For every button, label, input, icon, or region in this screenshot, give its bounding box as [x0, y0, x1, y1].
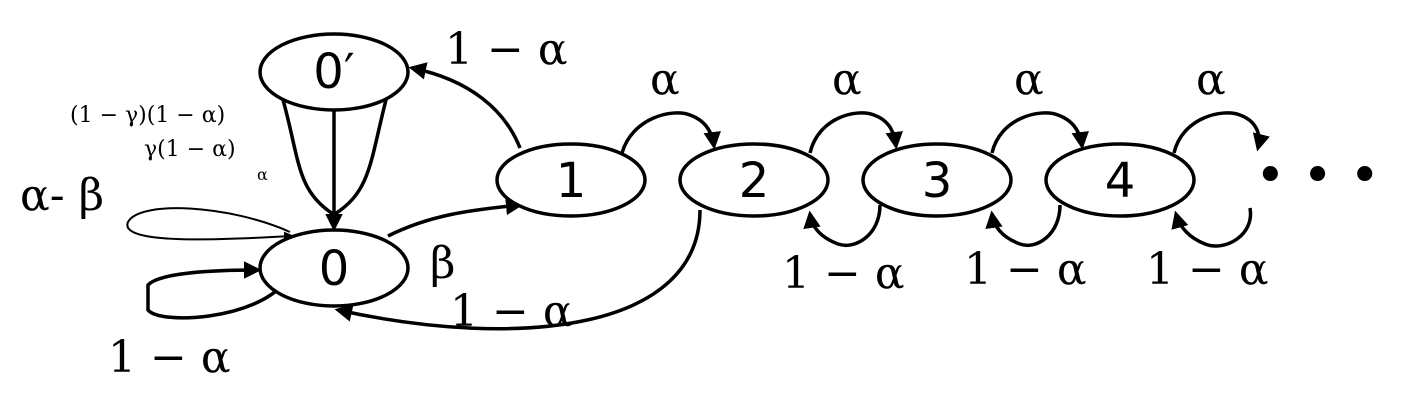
edge-3-to-4 — [990, 111, 1089, 154]
edge-1-to-2 — [620, 111, 721, 154]
label-0prime-to-0-inner: α — [257, 165, 268, 184]
state-3-label: 3 — [922, 153, 953, 209]
label-fwd-3-4: α — [1014, 54, 1044, 105]
state-1 — [495, 142, 647, 218]
label-back-next-4: 1 − α — [1146, 244, 1269, 295]
edge-4-to-next — [1172, 111, 1270, 154]
state-0prime-label: 0′ — [313, 44, 354, 100]
self-loop-0-top — [126, 207, 294, 242]
label-self-0-top: α- β — [20, 170, 104, 221]
edge-0prime-to-0-right — [334, 91, 390, 216]
state-0prime — [258, 32, 410, 112]
state-3 — [861, 142, 1013, 218]
edge-4-to-3 — [985, 204, 1062, 247]
edge-next-to-4 — [1171, 207, 1253, 248]
ellipsis-label: • • • — [1255, 146, 1380, 206]
label-0prime-to-0-outer: (1 − γ)(1 − α) — [70, 103, 225, 128]
edge-3-to-2 — [803, 204, 882, 247]
state-0-label: 0 — [319, 241, 350, 297]
edge-0prime-to-0-left — [280, 95, 334, 216]
label-0-to-1: β — [430, 238, 455, 289]
edge-1-to-0prime — [408, 62, 522, 149]
state-0 — [258, 228, 410, 308]
label-fwd-4-next: α — [1196, 54, 1226, 105]
state-1-label: 1 — [556, 153, 587, 209]
label-0prime-to-0-mid: γ(1 − α) — [144, 137, 236, 162]
state-4 — [1044, 142, 1196, 218]
label-fwd-2-3: α — [832, 54, 862, 105]
label-fwd-1-2: α — [650, 54, 680, 105]
state-2 — [678, 142, 830, 218]
label-self-0-bottom: 1 − α — [108, 332, 231, 383]
state-2-label: 2 — [739, 153, 770, 209]
label-2-to-0: 1 − α — [450, 286, 573, 337]
label-back-3-2: 1 − α — [782, 248, 905, 299]
self-loop-0-bottom — [146, 261, 287, 320]
label-1-to-0prime: 1 − α — [445, 24, 568, 75]
state-4-label: 4 — [1105, 153, 1136, 209]
edge-2-to-3 — [808, 111, 903, 154]
edge-0-to-1 — [387, 197, 524, 238]
edge-2-to-0 — [334, 209, 702, 331]
label-back-4-3: 1 − α — [964, 244, 1087, 295]
